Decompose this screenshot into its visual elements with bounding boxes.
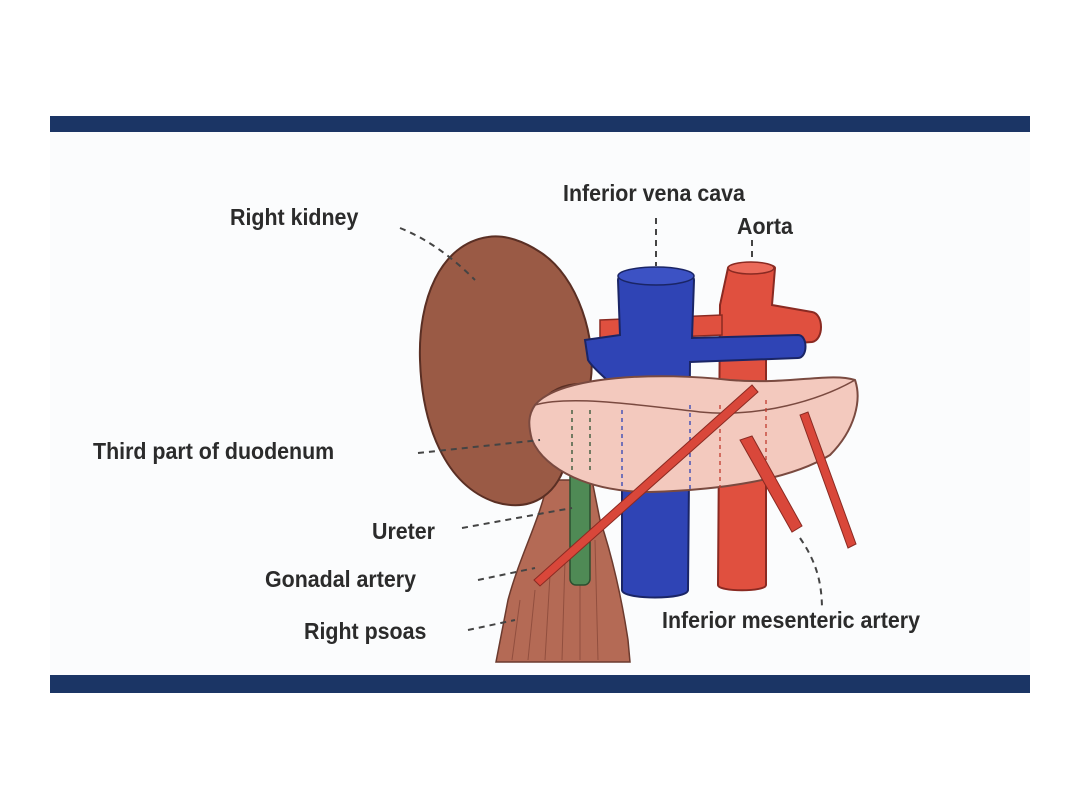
label-right-psoas: Right psoas — [304, 618, 427, 644]
gonadal-artery — [533, 384, 759, 587]
duodenum-rim — [534, 379, 856, 414]
ivc-top — [617, 266, 695, 286]
label-gonadal-artery: Gonadal artery — [265, 566, 416, 592]
label-right-kidney: Right kidney — [230, 204, 359, 230]
leader-psoas — [467, 619, 516, 631]
inferior-mesenteric-artery — [739, 435, 803, 533]
leader-right-kidney — [399, 227, 476, 281]
label-inferior-mesenteric-artery: Inferior mesenteric artery — [662, 607, 920, 633]
label-inferior-vena-cava: Inferior vena cava — [563, 180, 745, 206]
leader-ima — [799, 537, 823, 611]
aorta-top — [727, 261, 775, 275]
label-ureter: Ureter — [372, 518, 436, 544]
label-aorta: Aorta — [737, 213, 793, 239]
imA-branch — [799, 411, 857, 549]
label-third-part-duodenum: Third part of duodenum — [93, 438, 335, 464]
leader-duodenum — [417, 439, 541, 454]
leader-lines — [399, 218, 823, 631]
leader-gonadal — [477, 567, 536, 581]
leader-ureter — [461, 507, 573, 529]
third-part-duodenum — [528, 375, 859, 494]
ureter — [569, 469, 591, 586]
